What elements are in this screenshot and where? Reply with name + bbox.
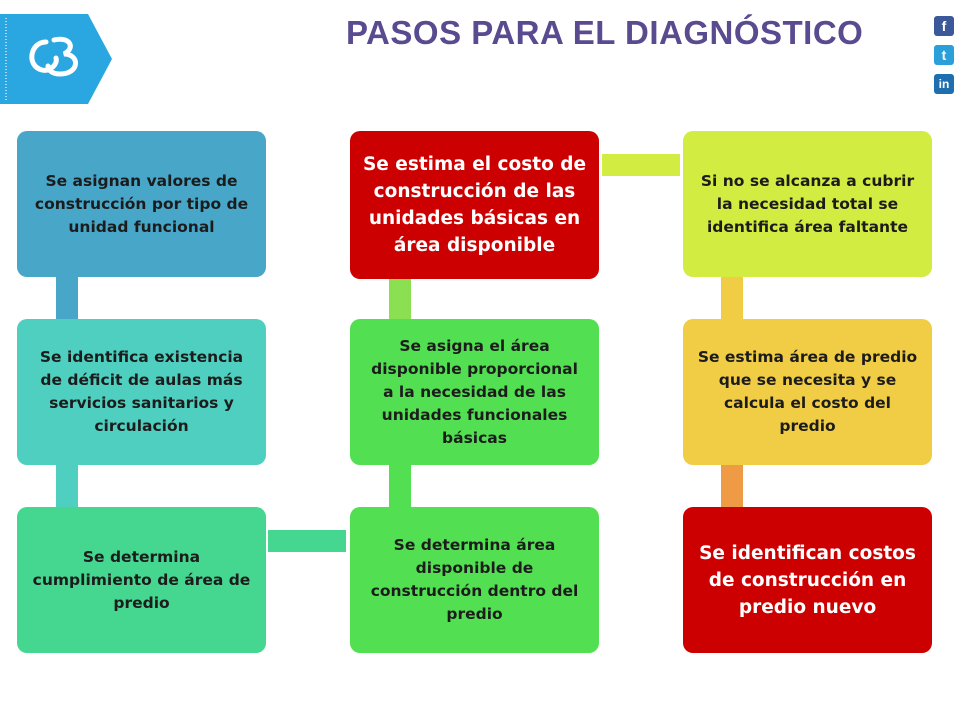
step-text-4: Se determina área disponible de construc… xyxy=(370,536,579,623)
step-text-8: Se estima área de predio que se necesita… xyxy=(697,348,918,435)
connector-3-4 xyxy=(268,530,346,552)
step-box-1: Se asignan valores de construcción por t… xyxy=(17,131,266,277)
connector-1-2 xyxy=(56,277,78,319)
step-text-3: Se determina cumplimiento de área de pre… xyxy=(32,547,251,612)
connector-2-3 xyxy=(56,465,78,507)
step-box-8: Se estima área de predio que se necesita… xyxy=(683,319,932,465)
connector-7-8 xyxy=(721,277,743,319)
step-text-9: Se identifican costos de construcción en… xyxy=(699,542,916,618)
page-title: PASOS PARA EL DIAGNÓSTICO xyxy=(346,14,864,51)
step-box-4: Se determina área disponible de construc… xyxy=(350,507,599,653)
step-box-9: Se identifican costos de construcción en… xyxy=(683,507,932,653)
twitter-icon[interactable]: t xyxy=(934,45,954,65)
step-text-2: Se identifica existencia de déficit de a… xyxy=(39,348,244,435)
step-box-5: Se asigna el área disponible proporciona… xyxy=(350,319,599,465)
connector-5-6 xyxy=(389,279,411,319)
linkedin-icon[interactable]: in xyxy=(934,74,954,94)
logo xyxy=(0,14,112,104)
connector-4-5 xyxy=(389,465,411,507)
step-text-6: Se estima el costo de construcción de la… xyxy=(362,154,587,256)
step-box-6: Se estima el costo de construcción de la… xyxy=(350,131,599,279)
facebook-icon[interactable]: f xyxy=(934,16,954,36)
step-box-3: Se determina cumplimiento de área de pre… xyxy=(17,507,266,653)
step-text-5: Se asigna el área disponible proporciona… xyxy=(371,336,578,447)
connector-8-9 xyxy=(721,465,743,507)
logo-mark xyxy=(0,14,112,104)
step-text-7: Si no se alcanza a cubrir la necesidad t… xyxy=(700,171,915,236)
connector-6-7 xyxy=(602,154,680,176)
step-box-2: Se identifica existencia de déficit de a… xyxy=(17,319,266,465)
step-box-7: Si no se alcanza a cubrir la necesidad t… xyxy=(683,131,932,277)
step-text-1: Se asignan valores de construcción por t… xyxy=(34,171,249,236)
